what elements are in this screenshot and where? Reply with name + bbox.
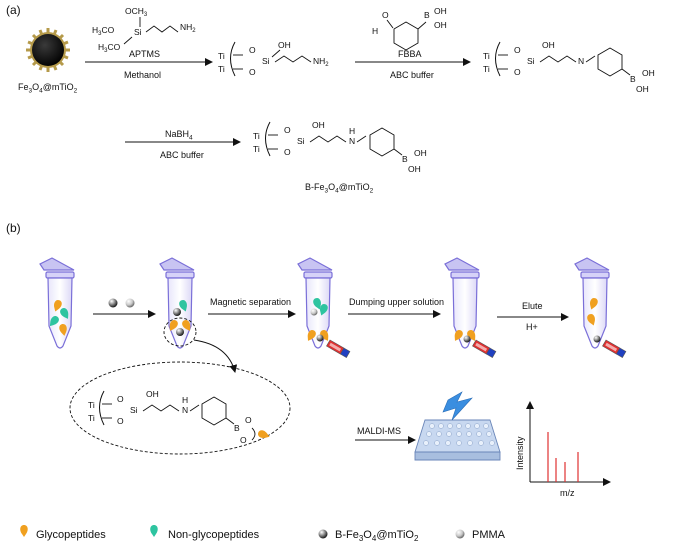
fbba-structure: O B OH OH H [372, 6, 447, 51]
legend-nonglyco-label: Non-glycopeptides [168, 529, 260, 541]
legend-bead-label: B-Fe3O4@mTiO2 [335, 529, 419, 543]
imine-intermediate: Ti Ti O O Si OH N B OH OH [483, 40, 655, 94]
svg-text:Ti: Ti [218, 64, 225, 74]
legend-pmma-icon [455, 529, 465, 539]
zoom-ellipse [69, 361, 291, 455]
tube-5 [574, 257, 610, 349]
magnet-2 [472, 339, 497, 359]
laser-bolt-icon [442, 391, 473, 421]
mass-spectrum [526, 401, 611, 486]
svg-text:H: H [182, 395, 188, 405]
svg-text:OH: OH [312, 120, 325, 130]
svg-text:O: O [284, 147, 291, 157]
magnet-3 [602, 339, 627, 359]
step3-solvent: ABC buffer [160, 150, 204, 160]
svg-text:O: O [249, 45, 256, 55]
spectrum-ylabel: Intensity [515, 436, 525, 470]
panel-b-label: (b) [6, 221, 21, 235]
svg-text:O: O [382, 10, 389, 20]
legend-pmma-label: PMMA [472, 529, 506, 541]
aptms-structure: OCH3 H3CO Si NH2 H3CO [92, 6, 196, 54]
svg-text:B: B [424, 10, 430, 20]
svg-text:Si: Si [262, 56, 270, 66]
svg-text:N: N [182, 405, 188, 415]
svg-text:OH: OH [414, 148, 427, 158]
svg-text:OH: OH [408, 164, 421, 174]
bound-structure: Ti Ti O O Si OH N H B O O [88, 389, 271, 445]
step1-solvent: Methanol [124, 70, 161, 80]
svg-text:Ti: Ti [88, 413, 95, 423]
legend-glyco-label: Glycopeptides [36, 529, 106, 541]
product-label: B-Fe3O4@mTiO2 [305, 182, 374, 195]
legend-nonglyco-icon [150, 525, 158, 537]
svg-text:OH: OH [278, 40, 291, 50]
svg-text:Si: Si [527, 56, 535, 66]
svg-text:B: B [630, 74, 636, 84]
svg-text:NH2: NH2 [180, 22, 196, 34]
svg-text:O: O [117, 416, 124, 426]
legend-bead-icon [318, 529, 328, 539]
svg-text:OH: OH [642, 68, 655, 78]
maldi-label: MALDI-MS [357, 426, 401, 436]
svg-text:B: B [402, 154, 408, 164]
svg-text:N: N [578, 56, 584, 66]
svg-text:N: N [349, 136, 355, 146]
svg-text:Si: Si [297, 136, 305, 146]
svg-text:OCH3: OCH3 [125, 6, 148, 18]
pmma-icon [125, 298, 135, 308]
svg-text:Ti: Ti [218, 51, 225, 61]
svg-text:H: H [349, 126, 355, 136]
step2-solvent: ABC buffer [390, 70, 434, 80]
svg-text:OH: OH [542, 40, 555, 50]
svg-text:Si: Si [134, 27, 142, 37]
bead-icon [108, 298, 118, 308]
magnet-1 [326, 339, 351, 359]
svg-text:O: O [245, 415, 252, 425]
panel-a-label: (a) [6, 3, 21, 17]
boronic-acid-product: Ti Ti O O Si OH N H B OH OH [253, 120, 427, 174]
h-plus-label: H+ [526, 322, 538, 332]
svg-text:OH: OH [146, 389, 159, 399]
svg-text:O: O [284, 125, 291, 135]
svg-text:O: O [249, 67, 256, 77]
svg-text:OH: OH [434, 20, 447, 30]
step2-reagent: FBBA [398, 49, 422, 59]
svg-text:Ti: Ti [253, 131, 260, 141]
tube-2 [159, 257, 195, 349]
amine-intermediate: Ti Ti O O Si OH NH2 [218, 40, 329, 77]
svg-text:Ti: Ti [253, 144, 260, 154]
svg-text:B: B [234, 423, 240, 433]
elute-label: Elute [522, 301, 543, 311]
step3-reagent: NaBH4 [165, 129, 193, 142]
svg-text:H3CO: H3CO [92, 25, 115, 37]
svg-text:NH2: NH2 [313, 56, 329, 68]
svg-text:Si: Si [130, 405, 138, 415]
svg-text:OH: OH [434, 6, 447, 16]
magnetic-separation-label: Magnetic separation [210, 297, 291, 307]
tube-3 [297, 257, 333, 349]
tube-4 [444, 257, 480, 349]
svg-text:O: O [240, 435, 247, 445]
svg-text:Ti: Ti [483, 64, 490, 74]
svg-text:Ti: Ti [88, 400, 95, 410]
svg-text:H: H [372, 26, 378, 36]
start-material-label: Fe3O4@mTiO2 [18, 82, 78, 95]
svg-text:Ti: Ti [483, 51, 490, 61]
svg-text:O: O [514, 67, 521, 77]
svg-text:H3CO: H3CO [98, 42, 121, 54]
svg-text:OH: OH [636, 84, 649, 94]
tube-1 [39, 257, 75, 349]
fe3o4-mtio2-particle [26, 28, 70, 72]
svg-text:O: O [514, 45, 521, 55]
zoom-circle [163, 317, 197, 347]
svg-text:O: O [117, 394, 124, 404]
legend: Glycopeptides Non-glycopeptides B-Fe3O4@… [20, 525, 506, 543]
dumping-label: Dumping upper solution [349, 297, 444, 307]
maldi-plate [414, 419, 501, 461]
legend-glyco-icon [20, 525, 28, 537]
spectrum-xlabel: m/z [560, 488, 575, 498]
step1-reagent: APTMS [129, 49, 160, 59]
